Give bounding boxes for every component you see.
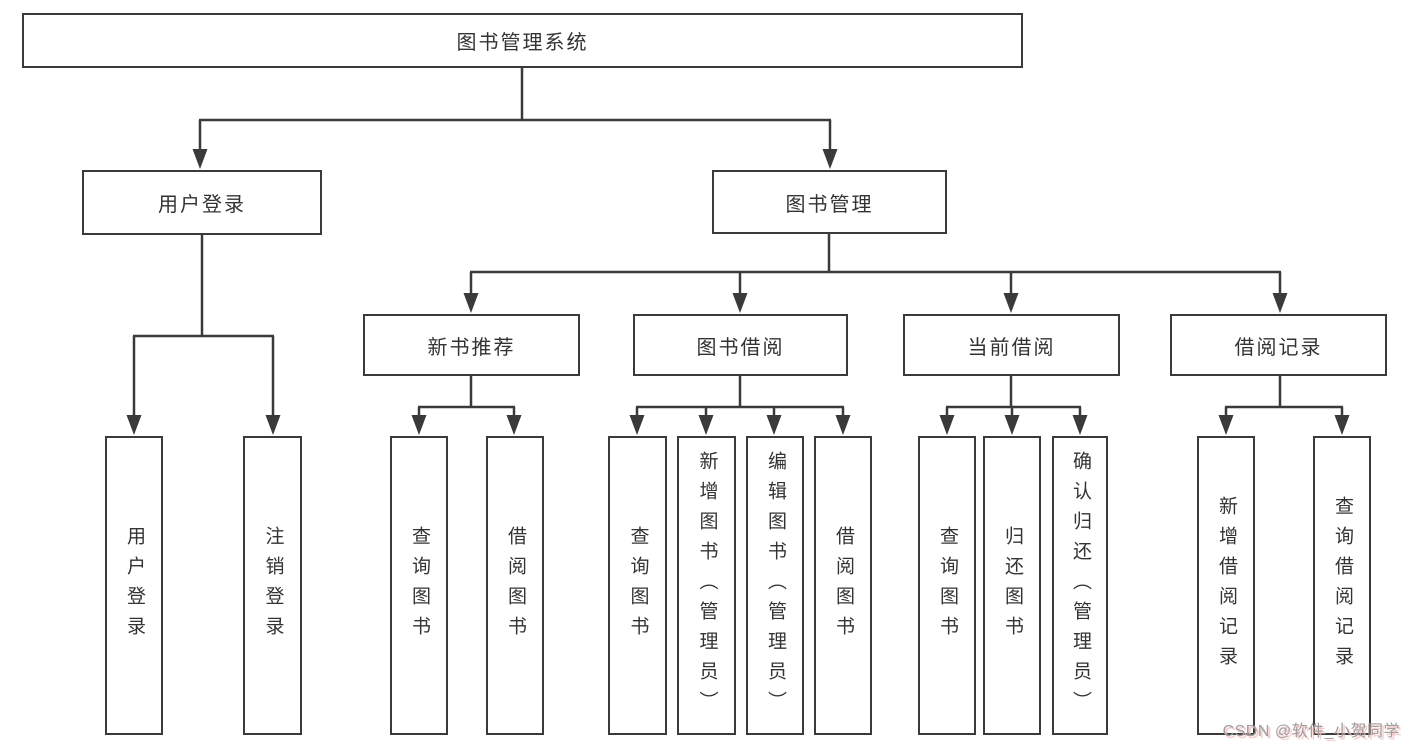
leaf-query-books-borrowing: 查询图书 — [608, 436, 667, 735]
node-new-book-recommend: 新书推荐 — [363, 314, 580, 376]
node-label: 用户登录 — [123, 525, 145, 646]
node-label: 查询图书 — [936, 525, 958, 646]
node-label: 借阅图书 — [504, 525, 526, 646]
node-borrow-records: 借阅记录 — [1170, 314, 1387, 376]
csdn-watermark: CSDN @软件_小贺同学 — [1222, 723, 1400, 740]
leaf-confirm-return-admin: 确认归还（管理员） — [1052, 436, 1108, 735]
node-label: 查询图书 — [408, 525, 430, 646]
node-label: 新增图书（管理员） — [696, 450, 718, 721]
node-label: 图书借阅 — [696, 336, 785, 359]
leaf-borrow-books-borrowing: 借阅图书 — [814, 436, 872, 735]
node-label: 编辑图书（管理员） — [764, 450, 786, 721]
connector-lines — [132, 68, 1344, 418]
node-book-management: 图书管理 — [712, 170, 947, 234]
leaf-user-login: 用户登录 — [105, 436, 163, 735]
node-label: 图书管理 — [785, 193, 874, 216]
node-label: 新增借阅记录 — [1215, 495, 1237, 676]
arrow-down-icons — [126, 149, 1350, 435]
node-current-borrowing: 当前借阅 — [903, 314, 1120, 376]
node-label: 新书推荐 — [427, 336, 516, 359]
leaf-query-books-recommend: 查询图书 — [390, 436, 448, 735]
node-label: 借阅图书 — [832, 525, 854, 646]
node-label: 归还图书 — [1001, 525, 1023, 646]
leaf-edit-books-admin: 编辑图书（管理员） — [746, 436, 804, 735]
node-label: 查询借阅记录 — [1331, 495, 1353, 676]
leaf-add-borrow-record: 新增借阅记录 — [1197, 436, 1255, 735]
leaf-add-books-admin: 新增图书（管理员） — [677, 436, 736, 735]
node-label: 借阅记录 — [1234, 336, 1323, 359]
node-user-login: 用户登录 — [82, 170, 322, 235]
leaf-logout: 注销登录 — [243, 436, 302, 735]
leaf-return-books: 归还图书 — [983, 436, 1041, 735]
node-root-system: 图书管理系统 — [22, 13, 1023, 68]
leaf-query-books-current: 查询图书 — [918, 436, 976, 735]
node-label: 查询图书 — [627, 525, 649, 646]
node-label: 用户登录 — [158, 194, 246, 216]
node-label: 当前借阅 — [967, 336, 1056, 359]
node-label: 注销登录 — [262, 525, 284, 646]
node-label: 确认归还（管理员） — [1069, 450, 1091, 721]
leaf-query-borrow-record: 查询借阅记录 — [1313, 436, 1371, 735]
leaf-borrow-books-recommend: 借阅图书 — [486, 436, 544, 735]
node-book-borrowing: 图书借阅 — [633, 314, 848, 376]
node-label: 图书管理系统 — [456, 32, 589, 54]
